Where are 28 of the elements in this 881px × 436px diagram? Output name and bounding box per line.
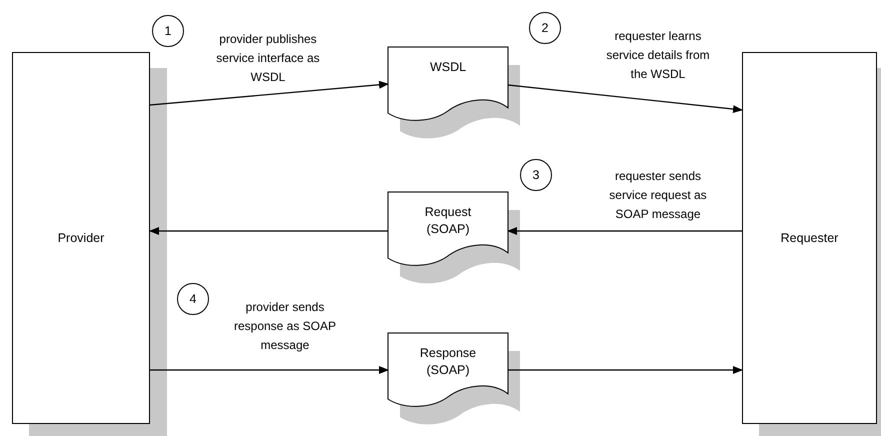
document-label: Response (SOAP) <box>418 345 478 379</box>
document-shape <box>388 47 508 123</box>
step-circle <box>520 159 552 191</box>
arrow <box>508 366 743 374</box>
document-shape <box>388 333 508 409</box>
step-circle <box>152 15 184 47</box>
document-label: Request (SOAP) <box>424 204 472 238</box>
step-number: 2 <box>542 21 548 35</box>
step-description: provider sends response as SOAP message <box>233 299 337 354</box>
actor-box <box>12 52 150 424</box>
step-circle <box>177 283 209 315</box>
actor-label: Requester <box>780 231 838 245</box>
actor-label: Provider <box>58 231 104 245</box>
step-description: requester learns service details from the WSDL <box>605 28 711 83</box>
document-shape <box>388 192 508 268</box>
arrow <box>507 227 742 235</box>
step-number: 3 <box>532 168 540 182</box>
step-number: 4 <box>190 292 196 306</box>
step-description: requester sends service request as SOAP message <box>608 168 708 223</box>
arrow <box>508 84 743 114</box>
step-number: 1 <box>164 24 172 38</box>
arrow <box>149 227 388 235</box>
step-description: provider publishes service interface as WSDL <box>215 31 321 86</box>
document-label: WSDL <box>428 59 468 76</box>
arrow <box>150 80 389 106</box>
arrow <box>150 366 389 374</box>
actor-box <box>742 52 877 424</box>
step-circle <box>529 12 561 44</box>
